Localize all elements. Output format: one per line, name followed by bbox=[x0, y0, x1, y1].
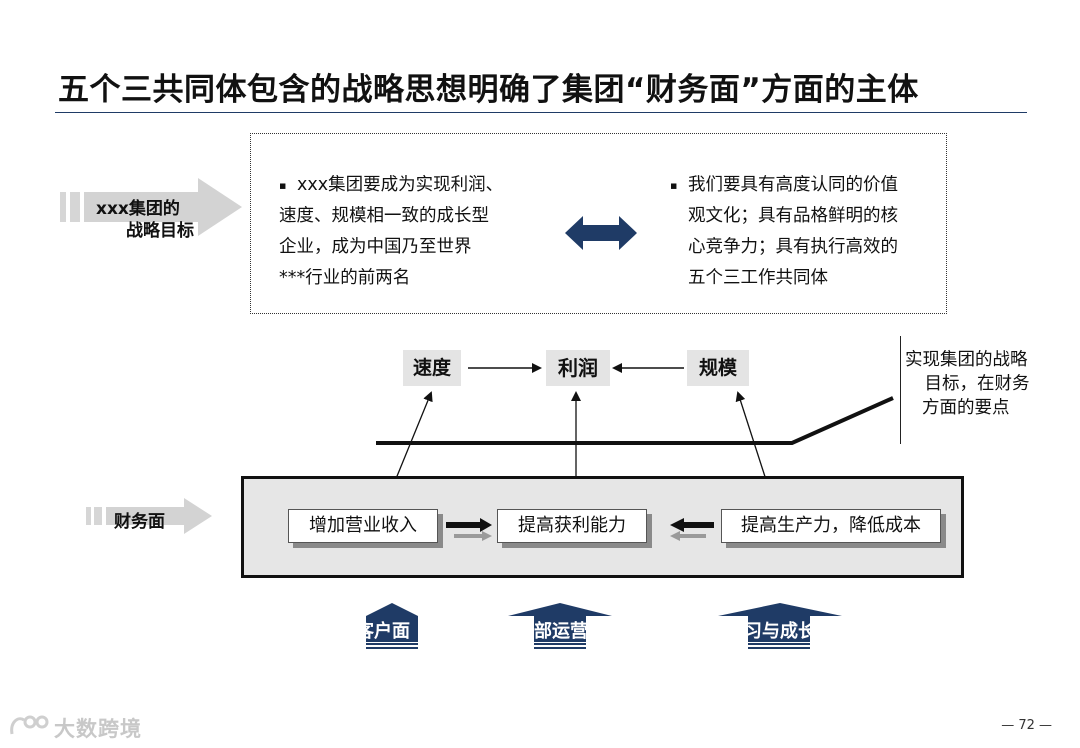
productivity-to-profitability-arrow bbox=[670, 518, 714, 532]
note-divider bbox=[900, 336, 901, 444]
goal-note: 实现集团的战略 目标，在财务 方面的要点 bbox=[905, 348, 1030, 420]
page-title: 五个三共同体包含的战略思想明确了集团“财务面”方面的主体 bbox=[58, 72, 919, 108]
goal-left-line: 速度、规模相一致的成长型 bbox=[279, 206, 489, 226]
goal-left-line: ***行业的前两名 bbox=[279, 268, 411, 288]
strategy-label-line1: xxx集团的 bbox=[96, 199, 180, 219]
strategy-label: xxx集团的 战略目标 bbox=[96, 198, 196, 242]
title-divider bbox=[55, 112, 1027, 113]
finance-label: 财务面 bbox=[114, 512, 165, 532]
goal-right-line: 我们要具有高度认同的价值 bbox=[688, 175, 898, 195]
node-profit: 利润 bbox=[546, 350, 610, 386]
goal-right-line: 五个三工作共同体 bbox=[688, 268, 828, 288]
node-scale: 规模 bbox=[687, 350, 749, 386]
bullet-icon: ▪ bbox=[279, 179, 287, 192]
double-arrow-icon bbox=[565, 216, 637, 250]
box-revenue: 增加营业收入 bbox=[288, 509, 438, 543]
strategy-label-line2: 战略目标 bbox=[126, 221, 194, 241]
productivity-to-scale-arrow bbox=[735, 391, 769, 487]
bullet-icon: ▪ bbox=[670, 179, 678, 192]
internal-arrow-label: 内部运营 bbox=[534, 616, 586, 642]
goal-right-line: 观文化；具有品格鲜明的核 bbox=[688, 206, 898, 226]
goal-left-line: 企业，成为中国乃至世界 bbox=[279, 237, 472, 257]
watermark-logo-icon bbox=[10, 715, 49, 735]
bottom-up-arrows bbox=[366, 603, 842, 649]
goal-right-line: 心竞争力；具有执行高效的 bbox=[688, 237, 898, 257]
goal-baseline bbox=[376, 396, 894, 445]
revenue-to-speed-arrow bbox=[392, 391, 433, 487]
watermark: 大数跨境 bbox=[54, 717, 142, 741]
goal-left-line: xxx集团要成为实现利润、 bbox=[297, 175, 504, 195]
note-line: 方面的要点 bbox=[922, 398, 1010, 418]
note-line: 实现集团的战略 bbox=[905, 350, 1028, 370]
node-speed: 速度 bbox=[403, 350, 461, 386]
box-profitability: 提高获利能力 bbox=[497, 509, 647, 543]
page-number: — 72 — bbox=[1001, 718, 1052, 733]
goal-left-text: ▪ xxx集团要成为实现利润、 速度、规模相一致的成长型 企业，成为中国乃至世界… bbox=[279, 170, 547, 294]
goal-right-text: ▪ 我们要具有高度认同的价值 观文化；具有品格鲜明的核 心竞争力；具有执行高效的… bbox=[670, 170, 938, 294]
customer-label: 客户面 bbox=[366, 621, 410, 642]
finance-arrow-icon bbox=[86, 498, 212, 534]
internal-label: 内部运营 bbox=[534, 621, 586, 642]
strategy-goal-box bbox=[250, 133, 947, 314]
strategy-arrow-icon bbox=[60, 178, 242, 236]
note-line: 目标，在财务 bbox=[924, 374, 1030, 394]
box-productivity: 提高生产力，降低成本 bbox=[721, 509, 941, 543]
learning-arrow-label: 学习与成长 bbox=[748, 616, 810, 642]
learning-label: 学习与成长 bbox=[748, 621, 810, 642]
customer-arrow-label: 客户面 bbox=[366, 616, 418, 642]
finance-arrows bbox=[446, 518, 714, 541]
revenue-to-profitability-arrow bbox=[446, 518, 492, 532]
